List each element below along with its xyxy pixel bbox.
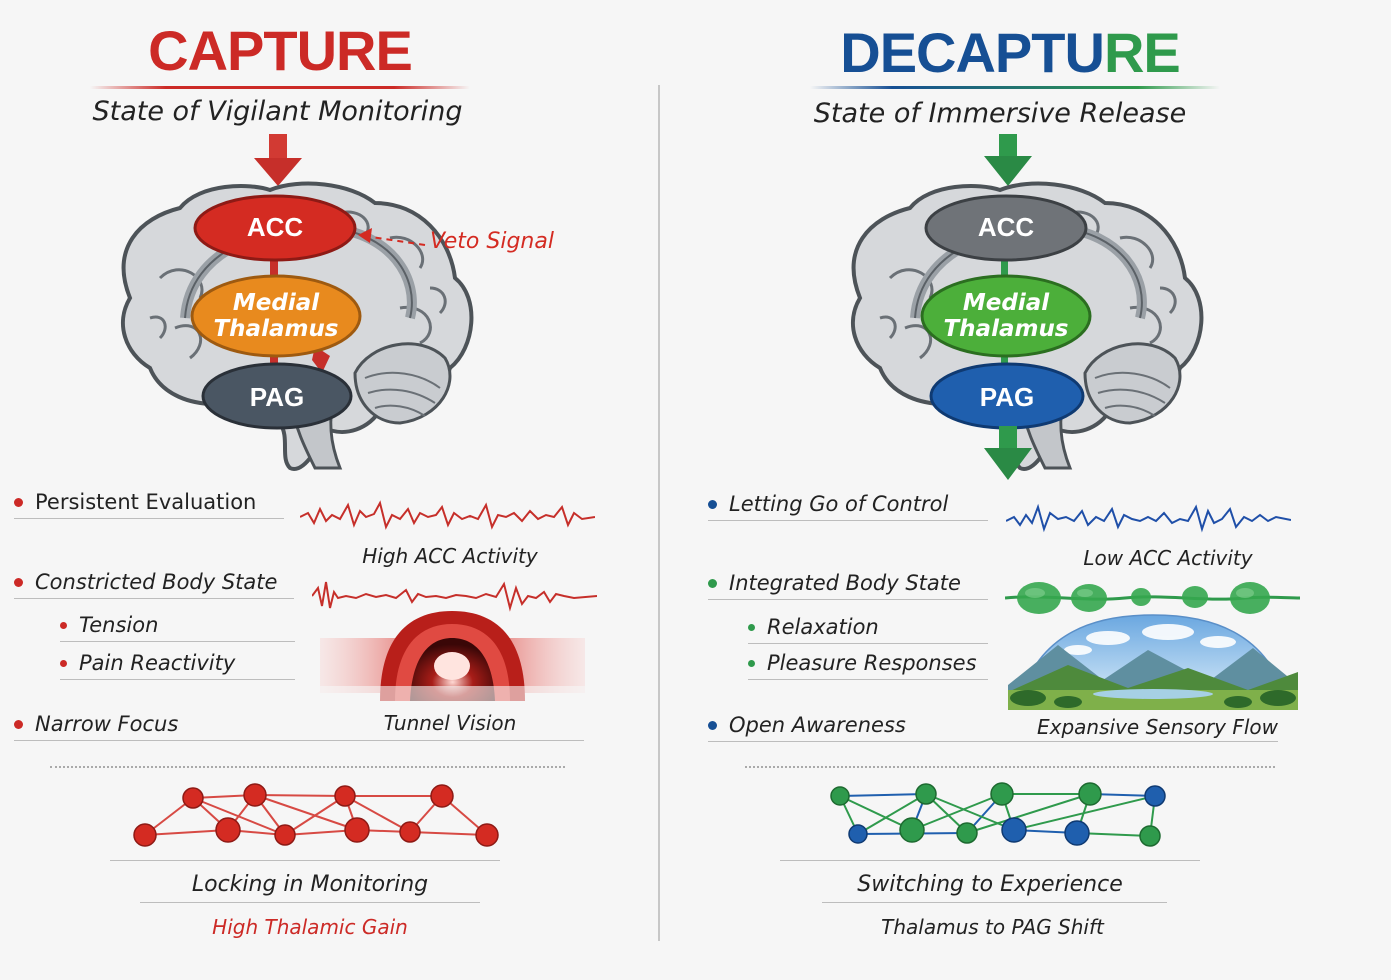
bullet-dot xyxy=(14,497,23,507)
decapture-network-graphic xyxy=(830,782,1166,847)
capture-network-graphic xyxy=(133,783,499,847)
decapture-visual-caption: Expansive Sensory Flow xyxy=(1037,715,1278,739)
divider-line xyxy=(748,679,988,680)
capture-dotted-separator xyxy=(50,766,565,768)
capture-acc-node xyxy=(193,194,357,262)
decapture-item-open-awareness: Open Awareness xyxy=(708,713,906,737)
decapture-pag-label: PAG xyxy=(979,382,1035,412)
decapture-title-underline xyxy=(810,86,1220,89)
divider-line xyxy=(60,641,295,642)
divider-line xyxy=(14,740,584,741)
bullet-dot xyxy=(708,578,717,588)
decapture-title-part1: DECAPTU xyxy=(840,21,1105,84)
decapture-acc-node xyxy=(924,194,1088,262)
divider-line xyxy=(708,599,988,600)
capture-visual-caption: Tunnel Vision xyxy=(383,711,517,735)
bullet-dot xyxy=(708,499,717,509)
divider-line xyxy=(708,741,1278,742)
capture-footer-line1: Locking in Monitoring xyxy=(191,872,429,897)
capture-item-3-text: Narrow Focus xyxy=(35,712,179,736)
decapture-body-flow xyxy=(1005,582,1300,614)
capture-subitem-tension: Tension xyxy=(60,613,158,637)
center-divider xyxy=(658,85,660,941)
capture-item-2-text: Constricted Body State xyxy=(35,570,278,594)
capture-pag-label: PAG xyxy=(249,382,305,412)
divider-line xyxy=(780,860,1200,861)
decapture-title-part2: RE xyxy=(1103,21,1181,84)
decapture-down-arrow-bottom xyxy=(984,426,1032,480)
capture-sub-2-text: Pain Reactivity xyxy=(79,651,236,675)
decapture-acc-label: ACC xyxy=(977,212,1035,242)
bullet-dot xyxy=(60,621,67,629)
decapture-down-arrow-top xyxy=(984,134,1032,186)
capture-down-arrow xyxy=(254,134,302,186)
bullet-dot xyxy=(748,659,755,667)
decapture-footer-line1: Switching to Experience xyxy=(857,872,1123,897)
capture-subitem-pain: Pain Reactivity xyxy=(60,651,235,675)
capture-brain-diagram xyxy=(120,134,474,471)
capture-item-persistent-evaluation: Persistent Evaluation xyxy=(14,490,256,514)
capture-wave-caption: High ACC Activity xyxy=(362,544,538,568)
capture-footer-line2: High Thalamic Gain xyxy=(212,915,408,939)
capture-sub-1-text: Tension xyxy=(79,613,159,637)
decapture-item-1-text: Letting Go of Control xyxy=(729,492,949,516)
expansive-landscape-graphic xyxy=(1008,614,1298,710)
divider-line xyxy=(708,520,988,521)
capture-thalamus-label-2: Thalamus xyxy=(213,316,339,342)
decapture-thalamus-label-2: Thalamus xyxy=(943,316,1069,342)
divider-line xyxy=(110,860,500,861)
capture-high-acc-waveform xyxy=(300,500,595,530)
decapture-item-integrated-body: Integrated Body State xyxy=(708,571,961,595)
decapture-sub-1-text: Relaxation xyxy=(767,615,879,639)
bullet-dot xyxy=(60,659,67,667)
capture-thalamus-label-1: Medial xyxy=(232,290,320,316)
decapture-subitem-pleasure: Pleasure Responses xyxy=(748,651,977,675)
bullet-dot xyxy=(14,719,23,729)
decapture-footer-line2: Thalamus to PAG Shift xyxy=(881,915,1104,939)
divider-line xyxy=(14,518,284,519)
capture-item-narrow-focus: Narrow Focus xyxy=(14,712,178,736)
capture-thalamus-node xyxy=(190,274,362,358)
decapture-subtitle: State of Immersive Release xyxy=(813,98,1187,129)
decapture-wave-caption: Low ACC Activity xyxy=(1083,546,1253,570)
divider-line xyxy=(748,643,988,644)
bullet-dot xyxy=(14,577,23,587)
decapture-item-3-text: Open Awareness xyxy=(729,713,906,737)
decapture-thalamus-label-1: Medial xyxy=(962,290,1050,316)
bullet-dot xyxy=(748,623,755,631)
decapture-item-2-text: Integrated Body State xyxy=(729,571,961,595)
decapture-thalamus-node xyxy=(920,274,1092,358)
divider-line xyxy=(14,598,294,599)
capture-item-1-text: Persistent Evaluation xyxy=(35,490,257,514)
decapture-dotted-separator xyxy=(745,766,1275,768)
decapture-brain-diagram xyxy=(850,134,1204,480)
bullet-dot xyxy=(708,720,717,730)
decapture-low-acc-waveform xyxy=(1006,503,1291,533)
decapture-item-letting-go: Letting Go of Control xyxy=(708,492,948,516)
decapture-sub-2-text: Pleasure Responses xyxy=(767,651,977,675)
capture-acc-label: ACC xyxy=(246,212,304,242)
capture-item-constricted-body: Constricted Body State xyxy=(14,570,277,594)
capture-pag-node xyxy=(201,362,353,430)
decapture-title: DECAPTURE xyxy=(800,20,1220,85)
capture-title-underline xyxy=(90,86,470,89)
capture-title: CAPTURE xyxy=(148,19,413,82)
capture-body-waveform xyxy=(312,581,597,612)
divider-line xyxy=(140,902,480,903)
tunnel-vision-graphic xyxy=(320,611,585,701)
veto-signal-label: Veto Signal xyxy=(430,229,554,254)
divider-line xyxy=(822,902,1167,903)
capture-subtitle: State of Vigilant Monitoring xyxy=(92,96,463,127)
divider-line xyxy=(60,679,295,680)
decapture-subitem-relaxation: Relaxation xyxy=(748,615,879,639)
